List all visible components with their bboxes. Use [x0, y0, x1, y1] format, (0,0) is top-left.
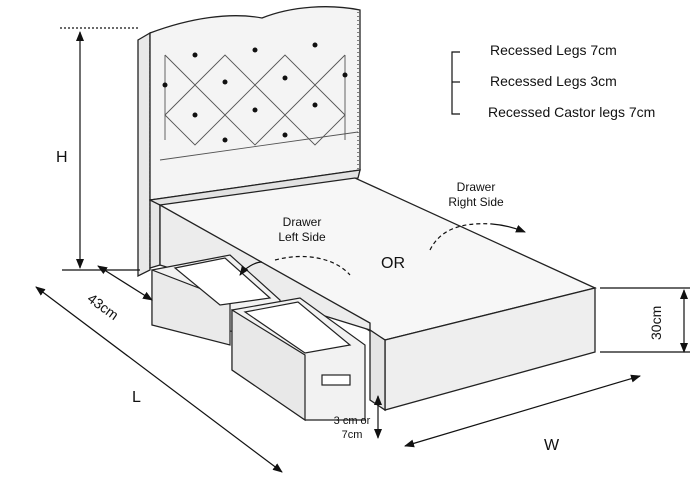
height-label: H: [56, 149, 68, 166]
legend-item-recessed-castor-legs: Recessed Castor legs 7cm: [488, 104, 656, 120]
legend-item-recessed-legs-7cm: Recessed Legs 7cm: [490, 42, 617, 58]
leg-clearance-label: 3 cm or 7cm: [333, 415, 371, 441]
drawer-left-label: Drawer Left Side: [278, 215, 326, 244]
base-height-label: 30cm: [648, 305, 664, 340]
length-label: L: [132, 389, 141, 406]
legend-item-recessed-legs-3cm: Recessed Legs 3cm: [490, 73, 617, 89]
or-label: OR: [381, 255, 405, 272]
width-label: W: [544, 437, 560, 454]
dimension-lines: [35, 27, 690, 473]
drawer-right-label: Drawer Right Side: [448, 180, 504, 209]
